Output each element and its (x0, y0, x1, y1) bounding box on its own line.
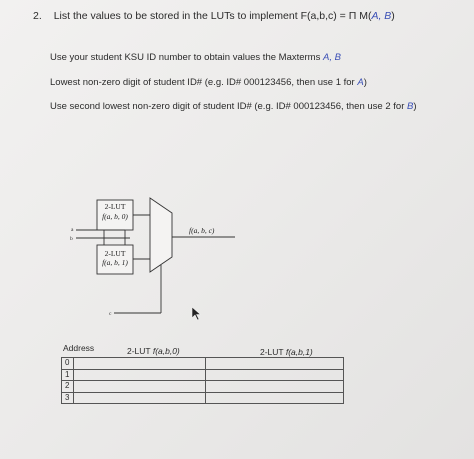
address-header: Address (63, 343, 95, 353)
lut0-value-cell[interactable] (73, 391, 206, 404)
table-row: 1 (61, 368, 344, 381)
lut-bottom-func: f(a, b, 1) (102, 258, 128, 267)
lut-top-title: 2-LUT (105, 202, 126, 211)
lut1-header-prefix: 2-LUT (260, 347, 286, 357)
lut0-header-prefix: 2-LUT (127, 346, 153, 356)
question-title: 2. List the values to be stored in the L… (33, 10, 395, 22)
input-b-label: b (70, 236, 73, 242)
instruction-2-text: Lowest non-zero digit of student ID# (e.… (50, 77, 358, 88)
lut1-header: 2-LUT f(a,b,1) (260, 347, 313, 357)
instruction-3-suffix: ) (413, 101, 417, 112)
output-label: f(a, b, c) (189, 226, 215, 235)
instruction-1-vars: A, B (323, 52, 341, 63)
lut1-value-cell[interactable] (205, 391, 344, 404)
lut0-value-cell[interactable] (73, 380, 206, 393)
instruction-1-text: Use your student KSU ID number to obtain… (50, 52, 323, 63)
instruction-2-var: A (357, 77, 364, 88)
mouse-cursor-icon (191, 306, 202, 321)
address-cell: 0 (61, 357, 74, 370)
address-cell: 1 (61, 368, 74, 381)
address-cell: 3 (61, 391, 74, 404)
question-number: 2. (33, 10, 42, 22)
input-a-label: a (71, 227, 74, 233)
lut0-header-func: f(a,b,0) (152, 346, 180, 356)
instruction-line-3: Use second lowest non-zero digit of stud… (50, 101, 417, 112)
instruction-2-suffix: ) (363, 77, 367, 88)
lut-bottom-title: 2-LUT (105, 249, 126, 258)
lut1-value-cell[interactable] (205, 380, 344, 393)
instruction-line-2: Lowest non-zero digit of student ID# (e.… (50, 77, 367, 88)
multiplexer (149, 197, 173, 273)
lut1-value-cell[interactable] (205, 357, 344, 370)
lut-bottom-box (96, 244, 134, 275)
lut0-value-cell[interactable] (73, 368, 206, 381)
product-symbol: Π M( (348, 10, 372, 22)
lut1-header-func: f(a,b,1) (285, 347, 313, 357)
instruction-line-1: Use your student KSU ID number to obtain… (50, 52, 341, 63)
address-cell: 2 (61, 380, 74, 393)
lut0-header: 2-LUT f(a,b,0) (127, 346, 180, 356)
instruction-3-text: Use second lowest non-zero digit of stud… (50, 101, 407, 112)
input-c-label: c (109, 311, 112, 317)
instruction-3-var: B (407, 101, 414, 112)
question-text: List the values to be stored in the LUTs… (53, 10, 349, 22)
table-row: 0 (61, 357, 344, 370)
lut1-value-cell[interactable] (205, 368, 344, 381)
table-row: 3 (61, 391, 344, 404)
lut-top-func: f(a, b, 0) (102, 212, 128, 221)
lut-values-table: 0 1 2 3 (61, 357, 344, 404)
table-row: 2 (61, 380, 344, 393)
lut0-value-cell[interactable] (73, 357, 206, 370)
question-close: ) (391, 10, 395, 22)
maxterm-vars: A, B (371, 10, 392, 22)
